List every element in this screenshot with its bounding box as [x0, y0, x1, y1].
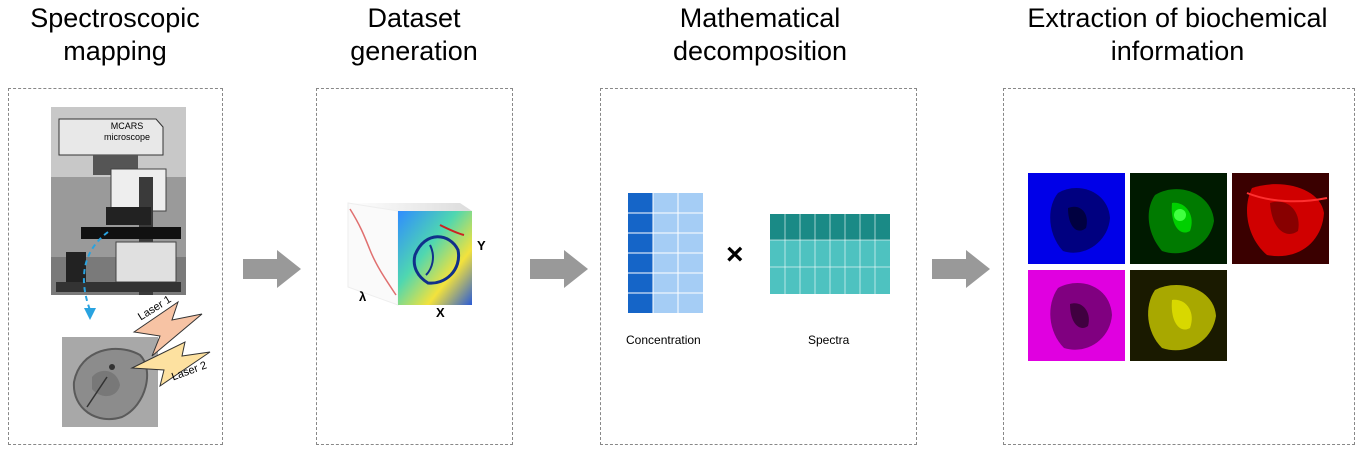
panel-extraction [1003, 88, 1355, 445]
spectra-matrix [770, 214, 890, 294]
multiply-operator: × [726, 238, 744, 271]
panel-dataset [316, 88, 513, 445]
chemical-map-blue [1028, 173, 1125, 264]
cube-axis-x: X [436, 305, 445, 320]
cube-axis-y: Y [477, 238, 486, 253]
microscope-label: MCARS microscope [103, 121, 150, 142]
flow-arrow-2 [530, 250, 588, 288]
flow-arrow-1 [243, 250, 301, 288]
concentration-matrix [628, 193, 703, 313]
laser-bolt-2 [130, 341, 211, 388]
chemical-map-yellow [1130, 270, 1227, 361]
step-title-mapping: Spectroscopic mapping [30, 3, 200, 66]
cell-image [62, 337, 158, 427]
dashed-curved-arrow [82, 231, 109, 320]
data-cube [347, 202, 472, 306]
flow-arrow-3 [932, 250, 990, 288]
spectra-label: Spectra [808, 333, 850, 347]
panel-mapping [8, 88, 223, 445]
laser-bolt-1 [132, 300, 203, 357]
step-title-extraction: Extraction of biochemical information [1027, 3, 1328, 66]
chemical-map-green [1130, 173, 1227, 264]
cube-axis-lambda: λ [359, 289, 367, 304]
step-title-dataset: Dataset generation [350, 3, 478, 66]
microscope-photo [51, 107, 186, 295]
concentration-label: Concentration [626, 333, 701, 347]
chemical-map-magenta [1028, 270, 1125, 361]
panel-decomposition [600, 88, 917, 445]
step-title-decomposition: Mathematical decomposition [672, 3, 848, 66]
chemical-map-red [1232, 173, 1329, 264]
